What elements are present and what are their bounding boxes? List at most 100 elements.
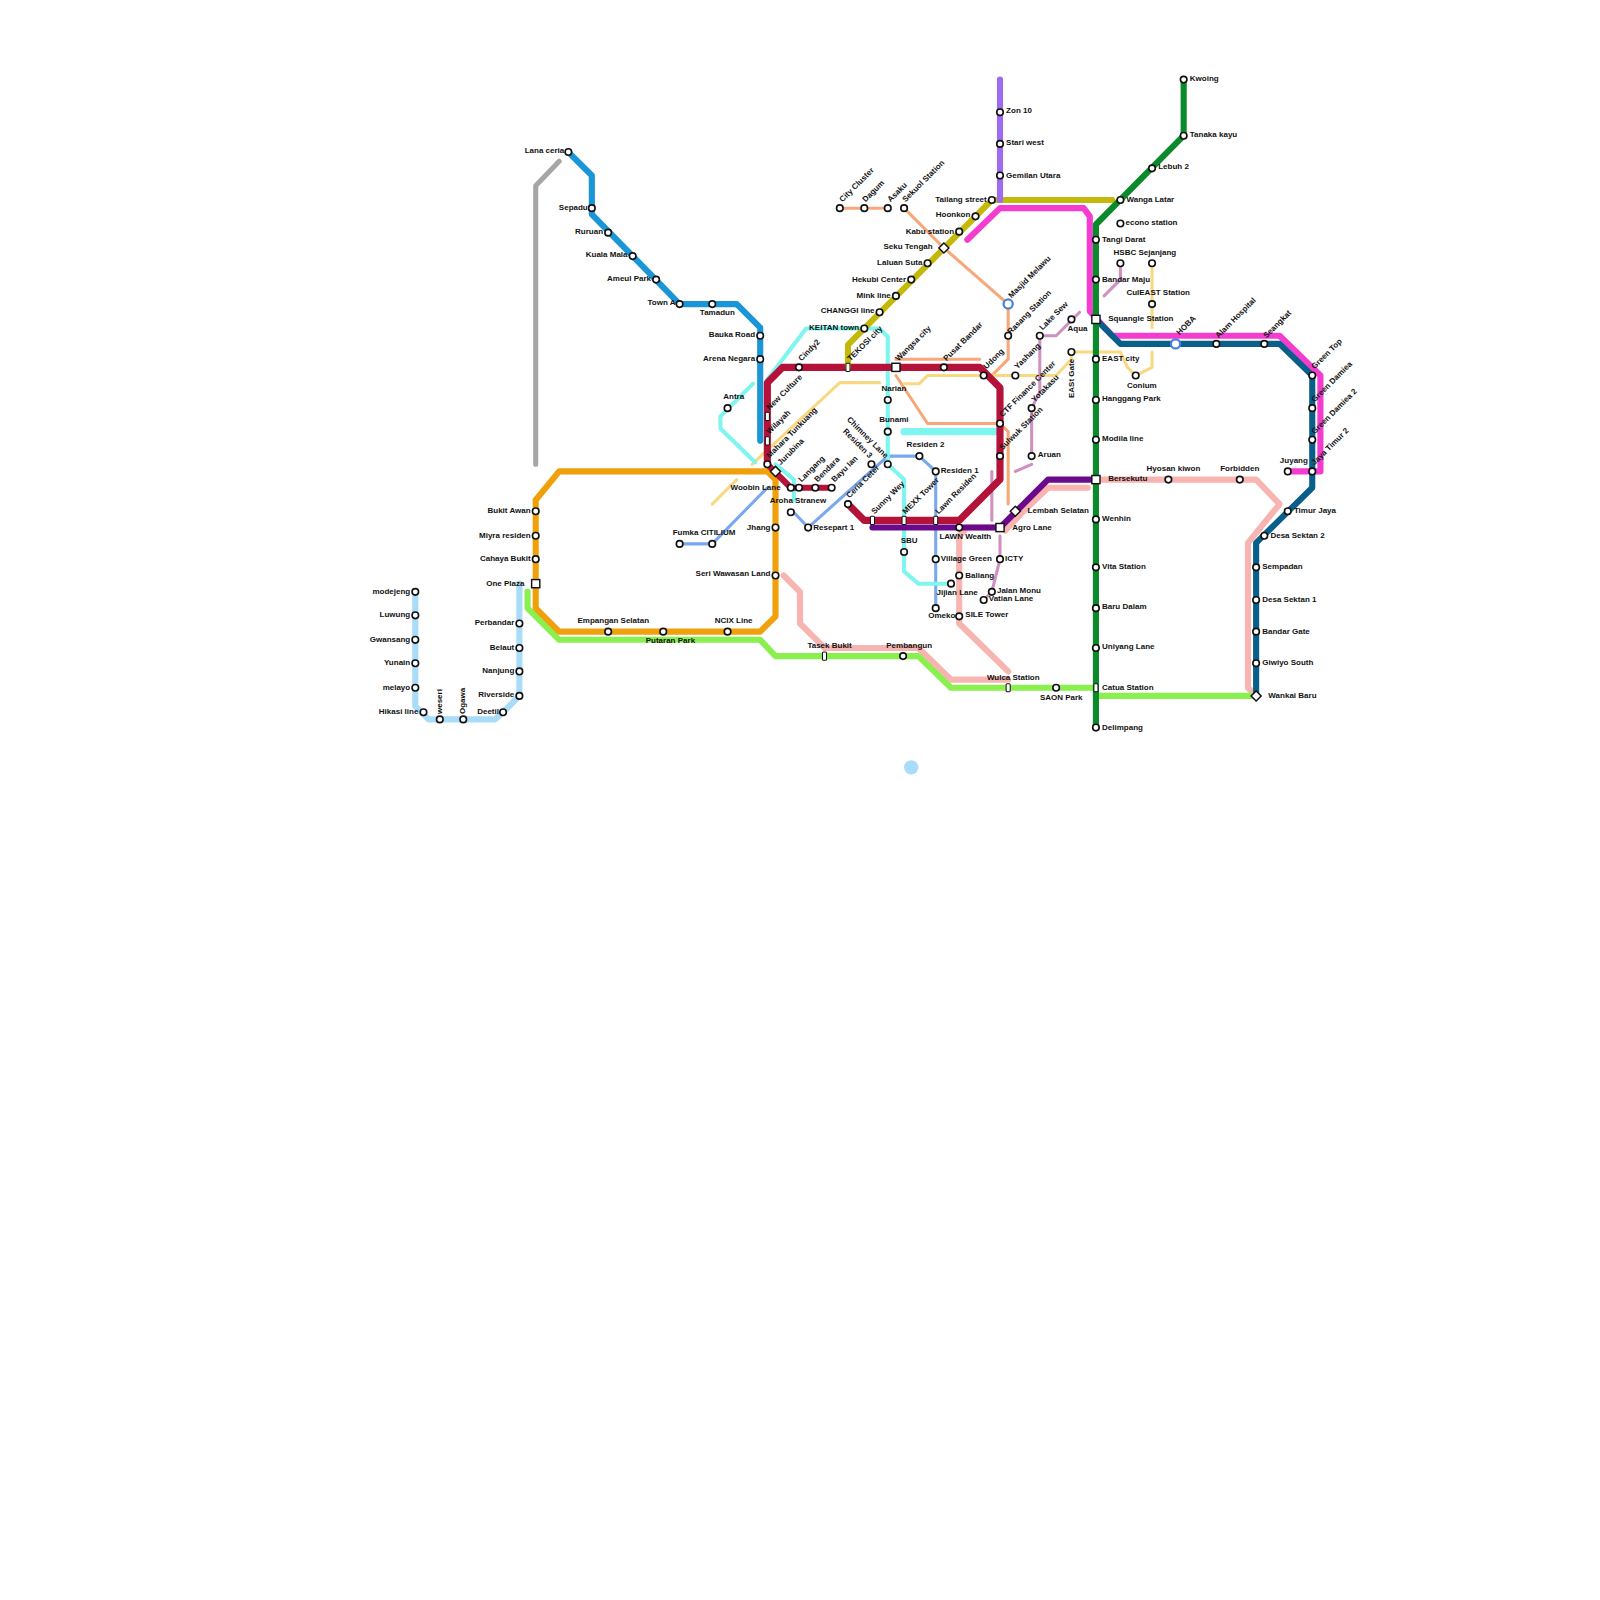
station-label: Omeko bbox=[928, 612, 955, 620]
station-label: Uniyang Lane bbox=[1102, 643, 1154, 651]
metro-line bbox=[752, 383, 880, 465]
metro-line bbox=[896, 358, 980, 361]
station-label: Giwiyo South bbox=[1262, 659, 1313, 667]
station-label: Seri Wawasan Land bbox=[696, 570, 771, 578]
station-label: Timur Jaya bbox=[1294, 507, 1336, 515]
station-marker bbox=[861, 325, 868, 332]
station-marker bbox=[420, 709, 427, 716]
station-tick bbox=[1094, 684, 1098, 692]
station-marker bbox=[796, 364, 803, 371]
station-label: Deetil bbox=[477, 708, 499, 716]
station-label: Sepadu bbox=[559, 204, 588, 212]
station-label: Sempadan bbox=[1262, 563, 1302, 571]
station-marker bbox=[972, 213, 979, 220]
station-label: HOBA bbox=[1175, 314, 1197, 336]
station-marker bbox=[997, 141, 1004, 148]
station-label: Mink line bbox=[857, 292, 891, 300]
station-marker bbox=[1309, 372, 1316, 379]
station-marker bbox=[532, 532, 539, 539]
station-label: SAON Park bbox=[1040, 694, 1083, 702]
station-label: Pembangun bbox=[886, 642, 932, 650]
station-label: Agro Lane bbox=[1012, 524, 1052, 532]
station-label: SBU bbox=[901, 537, 918, 545]
station-marker bbox=[1037, 332, 1044, 339]
station-marker bbox=[861, 205, 868, 212]
station-marker bbox=[500, 709, 507, 716]
station-label: Jijian Lane bbox=[936, 589, 977, 597]
station-marker bbox=[516, 693, 523, 700]
station-marker bbox=[876, 309, 883, 316]
station-label: Gemilan Utara bbox=[1006, 172, 1060, 180]
station-label: Lawn Residen bbox=[934, 473, 978, 517]
station-marker bbox=[805, 524, 812, 531]
station-marker bbox=[757, 332, 764, 339]
station-marker bbox=[1149, 260, 1156, 267]
station-label: Aruan bbox=[1038, 451, 1061, 459]
station-label: Luwung bbox=[380, 611, 411, 619]
station-label: Putaran Park bbox=[646, 637, 695, 645]
station-label: Residen 2 bbox=[907, 441, 945, 449]
station-tick bbox=[934, 516, 938, 524]
station-label: KEITAN town bbox=[809, 324, 859, 332]
station-tick bbox=[1006, 684, 1010, 692]
interchange-ring bbox=[1171, 339, 1180, 348]
station-marker bbox=[948, 580, 955, 587]
station-label: Stari west bbox=[1006, 139, 1044, 147]
station-label: Ogawa bbox=[459, 688, 467, 714]
station-label: Vatian Lane bbox=[989, 595, 1033, 603]
station-marker bbox=[412, 637, 419, 644]
station-label: Yunain bbox=[384, 659, 410, 667]
station-label: One Plaza bbox=[486, 580, 524, 588]
station-marker bbox=[900, 653, 907, 660]
metro-line bbox=[997, 80, 1003, 200]
station-label: Delimpang bbox=[1102, 724, 1143, 732]
station-label: Jhang bbox=[747, 524, 771, 532]
station-label: Modila line bbox=[1102, 435, 1143, 443]
station-label: Cahaya Bukit bbox=[480, 555, 531, 563]
station-label: Catua Station bbox=[1102, 684, 1154, 692]
station-marker bbox=[709, 541, 716, 548]
metro-line bbox=[904, 428, 995, 435]
station-label: Tasek Bukit bbox=[807, 642, 851, 650]
station-label: Seangkat bbox=[1263, 309, 1294, 340]
station-label: Lembah Selatan bbox=[1028, 507, 1089, 515]
station-marker bbox=[997, 453, 1004, 460]
station-marker bbox=[1093, 605, 1100, 612]
station-label: modejeng bbox=[372, 588, 410, 596]
station-label: Wanga Latar bbox=[1127, 196, 1175, 204]
station-marker bbox=[1093, 645, 1100, 652]
metro-line bbox=[720, 384, 755, 463]
station-marker bbox=[764, 461, 771, 468]
station-marker bbox=[980, 372, 987, 379]
station-label: EAST city bbox=[1102, 355, 1139, 363]
station-marker bbox=[1237, 476, 1244, 483]
station-label: Ruruan bbox=[575, 228, 603, 236]
station-label: Hikasi line bbox=[379, 708, 419, 716]
station-label: Tamadun bbox=[700, 309, 735, 317]
station-label: Nanjung bbox=[482, 667, 514, 675]
station-marker bbox=[1261, 532, 1268, 539]
station-tick bbox=[822, 652, 826, 660]
station-label: Wangsa city bbox=[894, 325, 932, 363]
station-label: Baliang bbox=[965, 572, 994, 580]
station-marker bbox=[932, 556, 939, 563]
station-label: Sunny Wey bbox=[870, 480, 906, 516]
station-marker bbox=[893, 293, 900, 300]
station-label: LAWN Wealth bbox=[939, 533, 991, 541]
station-label: Pusat Bandar bbox=[942, 321, 984, 363]
station-marker bbox=[1261, 341, 1268, 348]
station-marker bbox=[884, 461, 891, 468]
station-marker bbox=[1093, 356, 1100, 363]
station-label: Seku Tengah bbox=[883, 243, 932, 251]
station-label: Forbidden bbox=[1220, 465, 1259, 473]
station-label: Kwoing bbox=[1190, 75, 1219, 83]
station-marker bbox=[997, 420, 1004, 427]
station-label: Udong bbox=[982, 348, 1006, 372]
station-marker bbox=[1284, 468, 1291, 475]
station-label: Bersekutu bbox=[1108, 475, 1147, 483]
station-label: Wulca Station bbox=[987, 674, 1040, 682]
station-label: Tanaka kayu bbox=[1190, 131, 1237, 139]
metro-line bbox=[767, 367, 1000, 520]
station-marker bbox=[1253, 628, 1260, 635]
station-label: New Culture bbox=[766, 374, 805, 413]
